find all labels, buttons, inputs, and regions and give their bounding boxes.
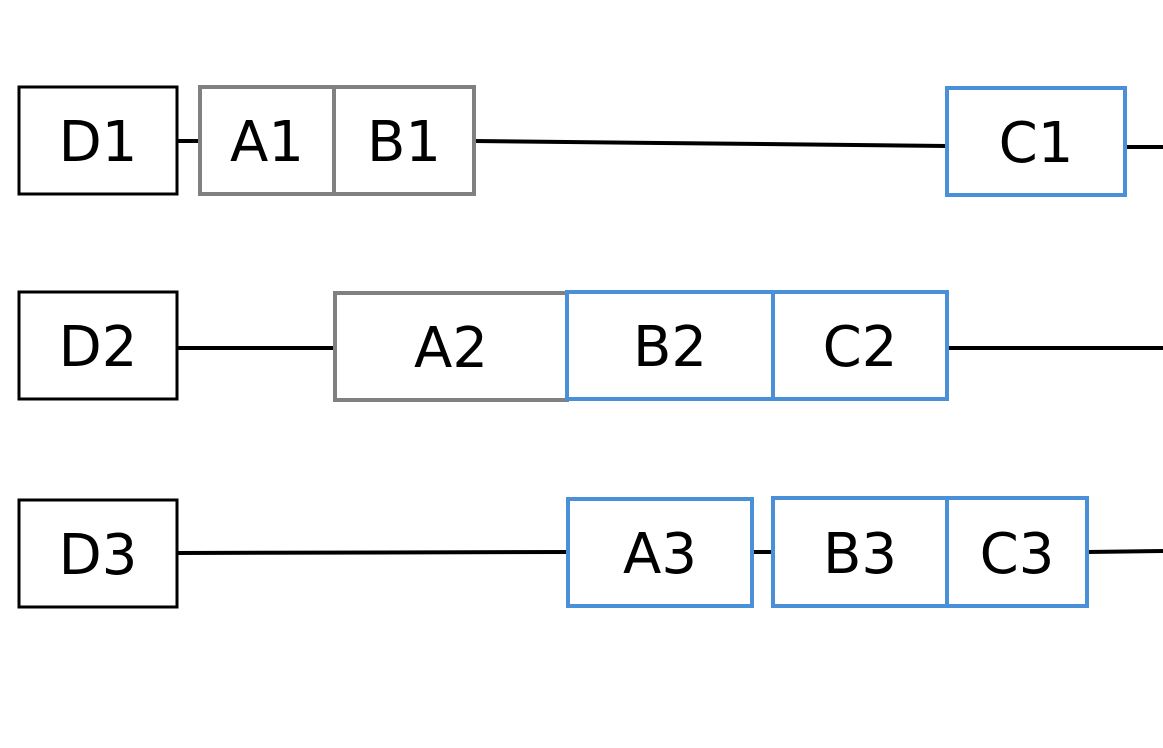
block-c3-label: C3 xyxy=(980,522,1055,587)
row-3-label-box xyxy=(17,498,179,609)
block-b3-label: B3 xyxy=(823,522,897,587)
block-b3 xyxy=(771,496,949,608)
row-3-connector-tail xyxy=(1086,549,1163,554)
block-c3 xyxy=(945,496,1089,608)
block-c2-label: C2 xyxy=(823,315,898,380)
row-1-label-box xyxy=(17,85,179,196)
row-2-label-box xyxy=(17,290,179,401)
block-a3 xyxy=(566,497,754,608)
block-a3-label: A3 xyxy=(623,522,697,587)
row-3: D3 A3 B3 C3 xyxy=(17,496,1163,609)
block-a1-label: A1 xyxy=(230,110,304,175)
row-1-label: D1 xyxy=(59,110,138,175)
block-c1-label: C1 xyxy=(999,111,1074,176)
row-1-connector-b-c xyxy=(473,139,948,148)
block-c2 xyxy=(771,290,949,401)
block-b2-label: B2 xyxy=(633,315,707,380)
block-a2-label: A2 xyxy=(414,316,488,381)
row-2: D2 A2 B2 C2 xyxy=(17,290,1163,402)
block-a2 xyxy=(333,291,569,402)
block-b1-label: B1 xyxy=(367,110,441,175)
row-3-label: D3 xyxy=(59,523,138,588)
block-b1 xyxy=(332,85,476,196)
row-3-connector-d-a xyxy=(176,550,569,555)
row-1: D1 A1 B1 C1 xyxy=(17,85,1163,197)
block-c1 xyxy=(945,86,1127,197)
row-2-label: D2 xyxy=(59,315,138,380)
